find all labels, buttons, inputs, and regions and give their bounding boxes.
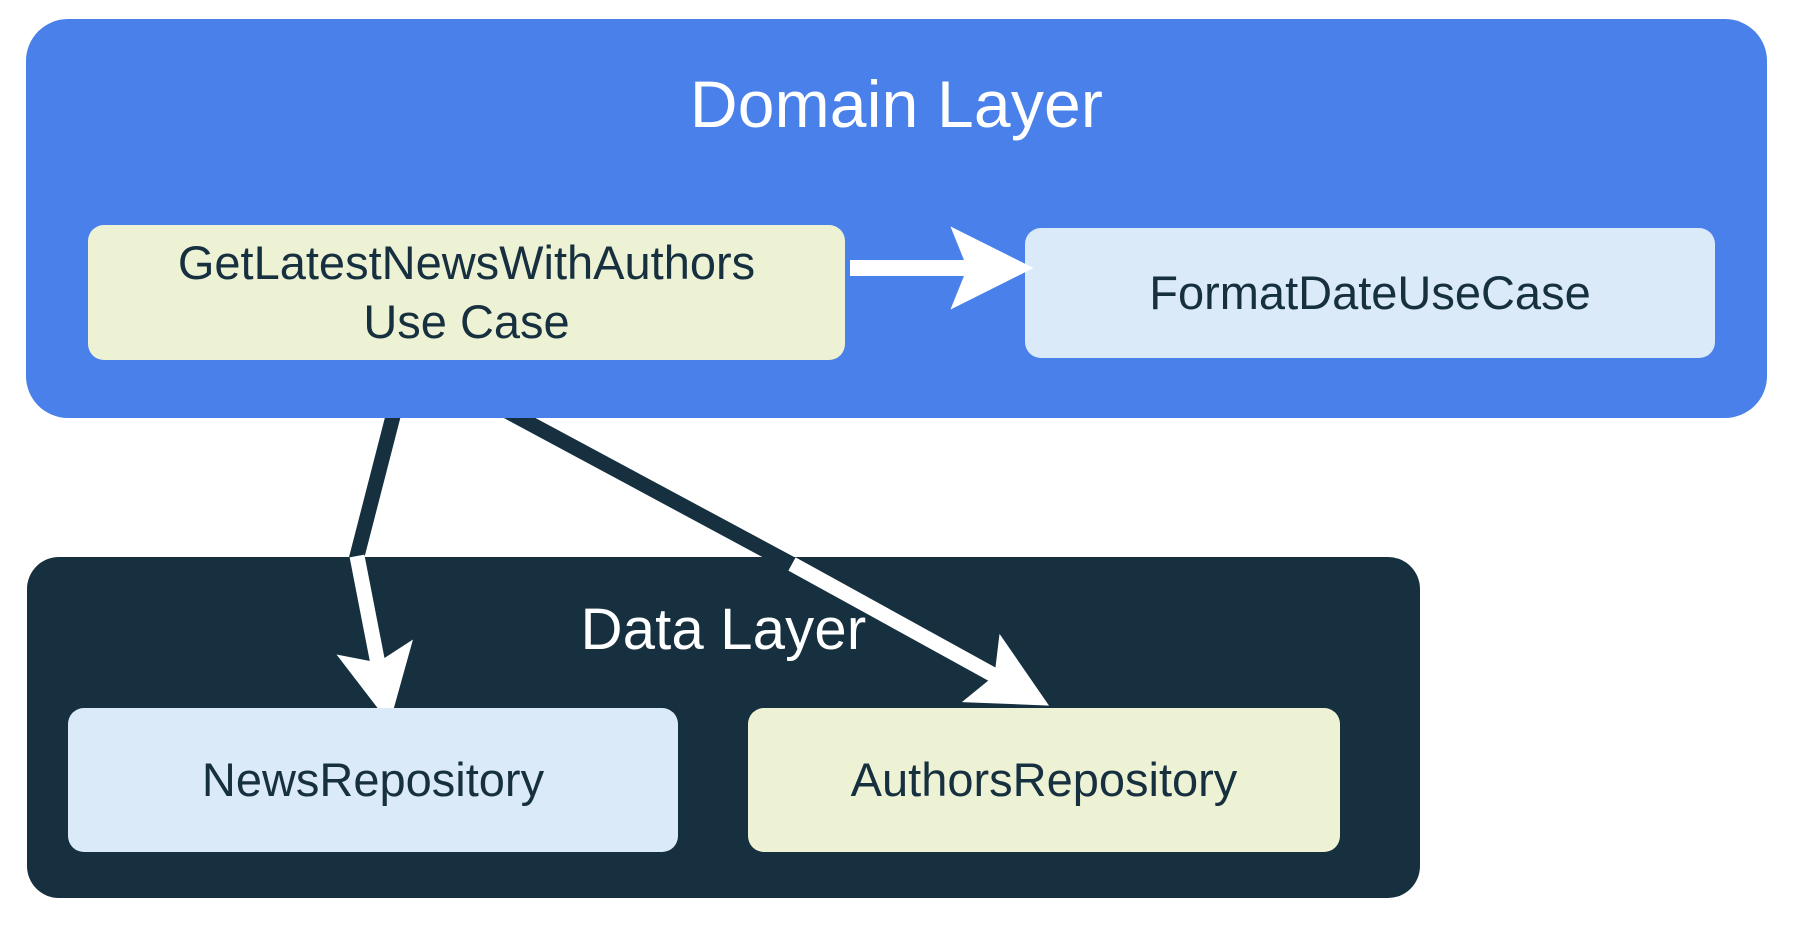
node-get-latest-news-line2: Use Case [363,294,570,348]
domain-layer-title: Domain Layer [689,67,1104,141]
node-authors-repository[interactable]: AuthorsRepository [748,708,1340,852]
node-get-latest-news-line1: GetLatestNewsWithAuthors [177,235,756,289]
data-layer-title: Data Layer [580,597,867,662]
node-news-repository[interactable]: NewsRepository [68,708,678,852]
node-format-date-label: FormatDateUseCase [1149,265,1591,319]
node-get-latest-news-with-authors-use-case[interactable]: GetLatestNewsWithAuthors Use Case [88,225,845,360]
node-authors-repository-label: AuthorsRepository [850,752,1238,806]
node-get-latest-news-label: GetLatestNewsWithAuthors Use Case [178,234,755,352]
node-format-date-use-case[interactable]: FormatDateUseCase [1025,228,1715,358]
node-news-repository-label: NewsRepository [201,752,545,806]
